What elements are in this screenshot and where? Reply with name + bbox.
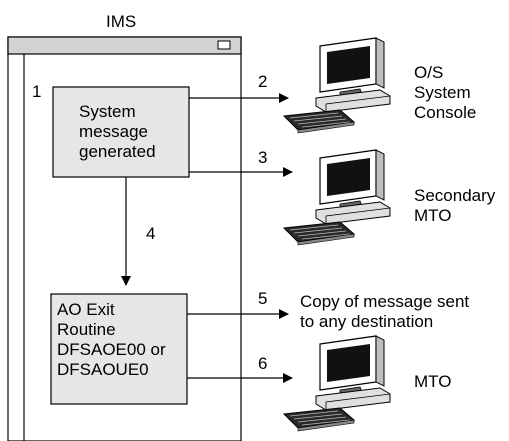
os-console-line-1: O/S [414,63,444,82]
os-console-line-2: System [414,83,471,102]
step-number-2: 2 [258,72,268,91]
copy-message-line-2: to any destination [300,312,434,331]
ao-exit-line-2: Routine [57,320,116,339]
secondary-mto-line-2: MTO [414,206,452,225]
secondary-mto-label: Secondary MTO [414,186,495,226]
secondary-mto-computer-icon [283,149,391,246]
ims-window-title: IMS [106,12,137,31]
step-number-1: 1 [32,82,42,101]
step-number-5: 5 [258,289,268,308]
ao-exit-routine-label: AO Exit Routine DFSAOE00 or DFSAOUE0 [57,300,166,380]
ims-window-titlebar [7,36,242,55]
system-message-line-1: System [79,102,136,121]
secondary-mto-line-1: Secondary [414,186,496,205]
system-message-label: System message generated [79,102,156,162]
window-control-icon [217,40,231,50]
step-number-4: 4 [146,224,156,243]
step-number-3: 3 [258,148,268,167]
system-message-line-2: message [79,122,148,141]
mto-computer-icon [283,335,391,432]
ao-exit-line-1: AO Exit [57,300,115,319]
copy-message-line-1: Copy of message sent [300,292,470,311]
os-console-line-3: Console [414,103,477,122]
os-system-console-label: O/S System Console [414,63,476,123]
system-message-line-3: generated [79,142,156,161]
step-number-6: 6 [258,354,268,373]
os-console-computer-icon [283,37,391,134]
ao-exit-line-4: DFSAOUE0 [57,360,149,379]
ao-exit-line-3: DFSAOE00 or [57,340,166,359]
mto-label: MTO [414,372,452,391]
system-message-box [52,86,190,178]
ao-exit-routine-box [50,293,188,405]
copy-message-label: Copy of message sent to any destination [300,292,469,332]
